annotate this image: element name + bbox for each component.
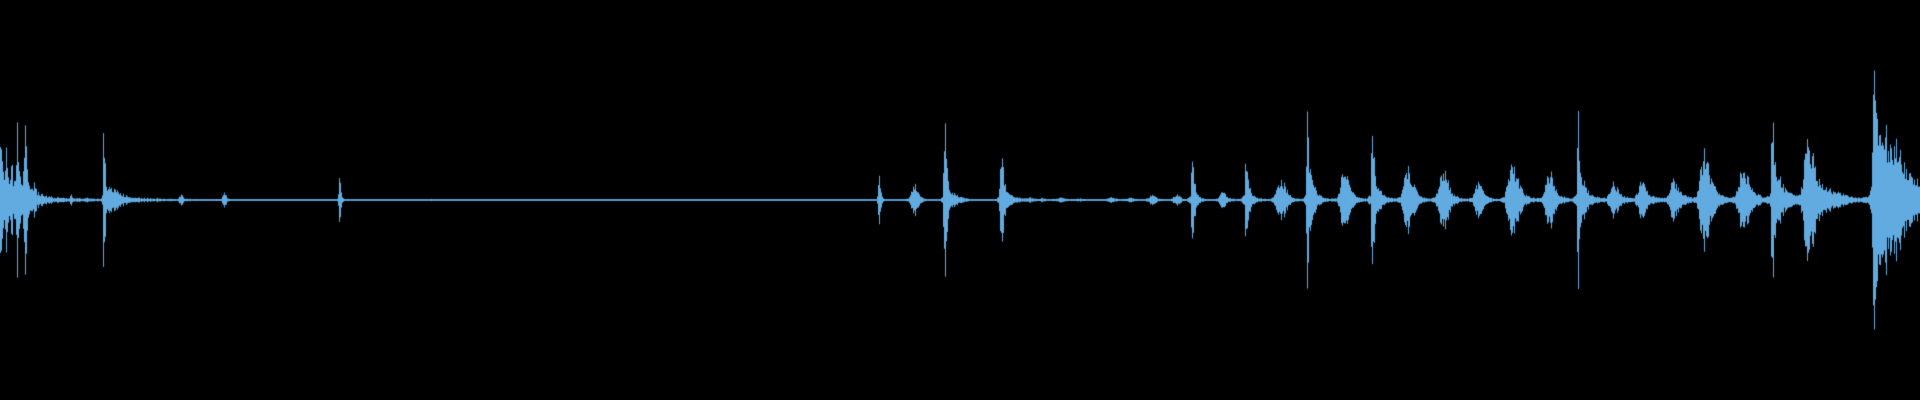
waveform-canvas[interactable] xyxy=(0,0,1920,400)
waveform-viewer[interactable]: Audio Waveform xyxy=(0,0,1920,400)
